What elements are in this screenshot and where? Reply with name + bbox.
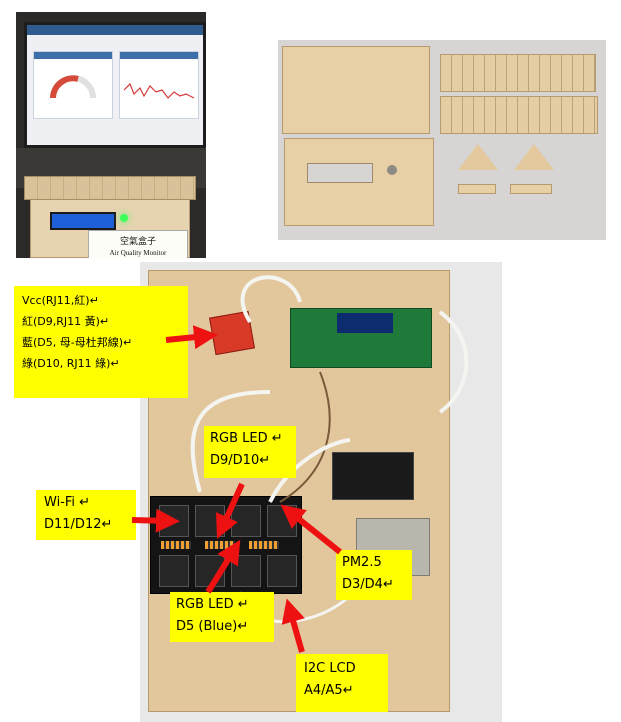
label-line: 綠(D10, RJ11 綠)↵ xyxy=(22,357,120,370)
i2c-lcd-label: I2C LCD A4/A5↵ xyxy=(296,654,388,712)
lcd-cutout xyxy=(307,163,373,183)
line-chart-icon xyxy=(124,82,194,99)
i2c-lcd-module xyxy=(290,308,432,368)
wiring-board-photo xyxy=(140,262,502,722)
air-box-roof xyxy=(24,176,196,200)
rgb-led-d9-d10-label: RGB LED ↵ D9/D10↵ xyxy=(204,426,296,478)
rgb-led-d5-label: RGB LED ↵ D5 (Blue)↵ xyxy=(170,592,274,642)
air-box-label-english: Air Quality Monitor xyxy=(109,249,167,257)
label-line: D9/D10↵ xyxy=(210,453,271,468)
label-line: 紅(D9,RJ11 黃)↵ xyxy=(22,315,110,328)
chart-card xyxy=(119,51,199,119)
bracket-piece xyxy=(458,184,496,194)
led-hole xyxy=(387,165,397,175)
wifi-module xyxy=(332,452,414,500)
label-line: A4/A5↵ xyxy=(304,683,354,698)
gauge-icon xyxy=(50,75,96,99)
monitor-screen xyxy=(24,22,206,148)
back-panel xyxy=(282,46,430,134)
roof-panel xyxy=(440,54,596,92)
label-line: Wi-Fi ↵ xyxy=(44,495,91,510)
label-line: D5 (Blue)↵ xyxy=(176,619,249,634)
label-line: I2C LCD xyxy=(304,661,356,676)
pm25-label: PM2.5 D3/D4↵ xyxy=(336,550,412,600)
status-led xyxy=(120,214,128,222)
vcc-wiring-label: Vcc(RJ11,紅)↵ 紅(D9,RJ11 黃)↵ 藍(D5, 母-母杜邦線)… xyxy=(14,286,188,398)
air-box-label-chinese: 空氣盒子 xyxy=(119,237,156,247)
label-line: 藍(D5, 母-母杜邦線)↵ xyxy=(22,336,133,349)
wires xyxy=(190,275,469,624)
air-box-label: 空氣盒子 Air Quality Monitor xyxy=(88,230,188,258)
dashboard-header xyxy=(27,25,203,35)
front-panel xyxy=(284,138,434,226)
lcd-display xyxy=(50,212,116,230)
label-line: D3/D4↵ xyxy=(342,577,394,592)
label-line: PM2.5 xyxy=(342,555,382,570)
gable-piece xyxy=(458,144,498,170)
label-line: D11/D12↵ xyxy=(44,517,113,532)
monitor-photo: 空氣盒子 Air Quality Monitor xyxy=(16,12,206,258)
bracket-piece xyxy=(510,184,552,194)
laser-cut-parts-photo xyxy=(278,40,606,240)
roof-panel xyxy=(440,96,598,134)
gauge-card xyxy=(33,51,113,119)
wifi-label: Wi-Fi ↵ D11/D12↵ xyxy=(36,490,136,540)
label-line: RGB LED ↵ xyxy=(176,597,249,612)
label-line: RGB LED ↵ xyxy=(210,431,283,446)
label-line: Vcc(RJ11,紅)↵ xyxy=(22,294,99,307)
gable-piece xyxy=(514,144,554,170)
